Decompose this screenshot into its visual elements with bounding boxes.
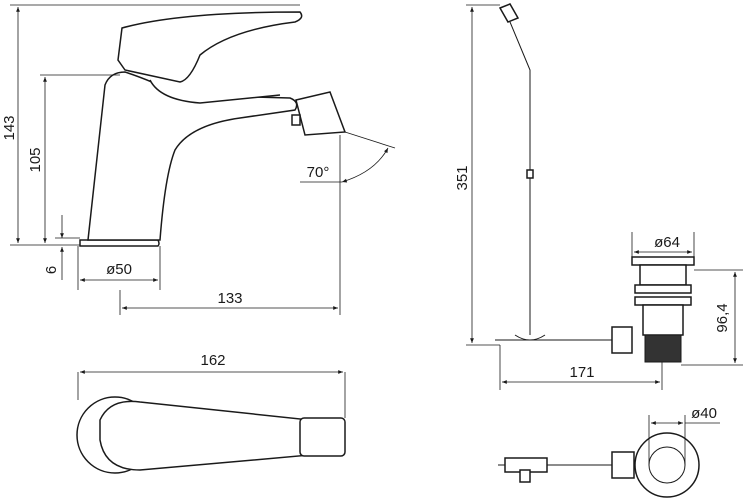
faucet-side-view [79, 11, 347, 247]
dim-o50: ø50 [106, 261, 132, 278]
dim-96-4: 96,4 [714, 303, 731, 332]
dim-171: 171 [569, 364, 594, 381]
dim-70deg: 70° [307, 164, 330, 181]
dim-143: 143 [1, 115, 18, 140]
dim-133: 133 [217, 290, 242, 307]
dim-o64: ø64 [654, 234, 680, 251]
dim-351: 351 [454, 165, 471, 190]
faucet-dimensions: 143 105 6 ø50 133 70° [1, 4, 396, 315]
dim-6: 6 [43, 266, 60, 274]
popup-waste-top-view: ø40 [498, 405, 720, 498]
dim-162: 162 [200, 352, 225, 369]
faucet-top-view: 162 [76, 352, 346, 474]
dim-105: 105 [27, 147, 44, 172]
popup-waste-side-view: 351 171 ø64 96,4 [454, 3, 743, 390]
dim-o40: ø40 [691, 405, 717, 422]
